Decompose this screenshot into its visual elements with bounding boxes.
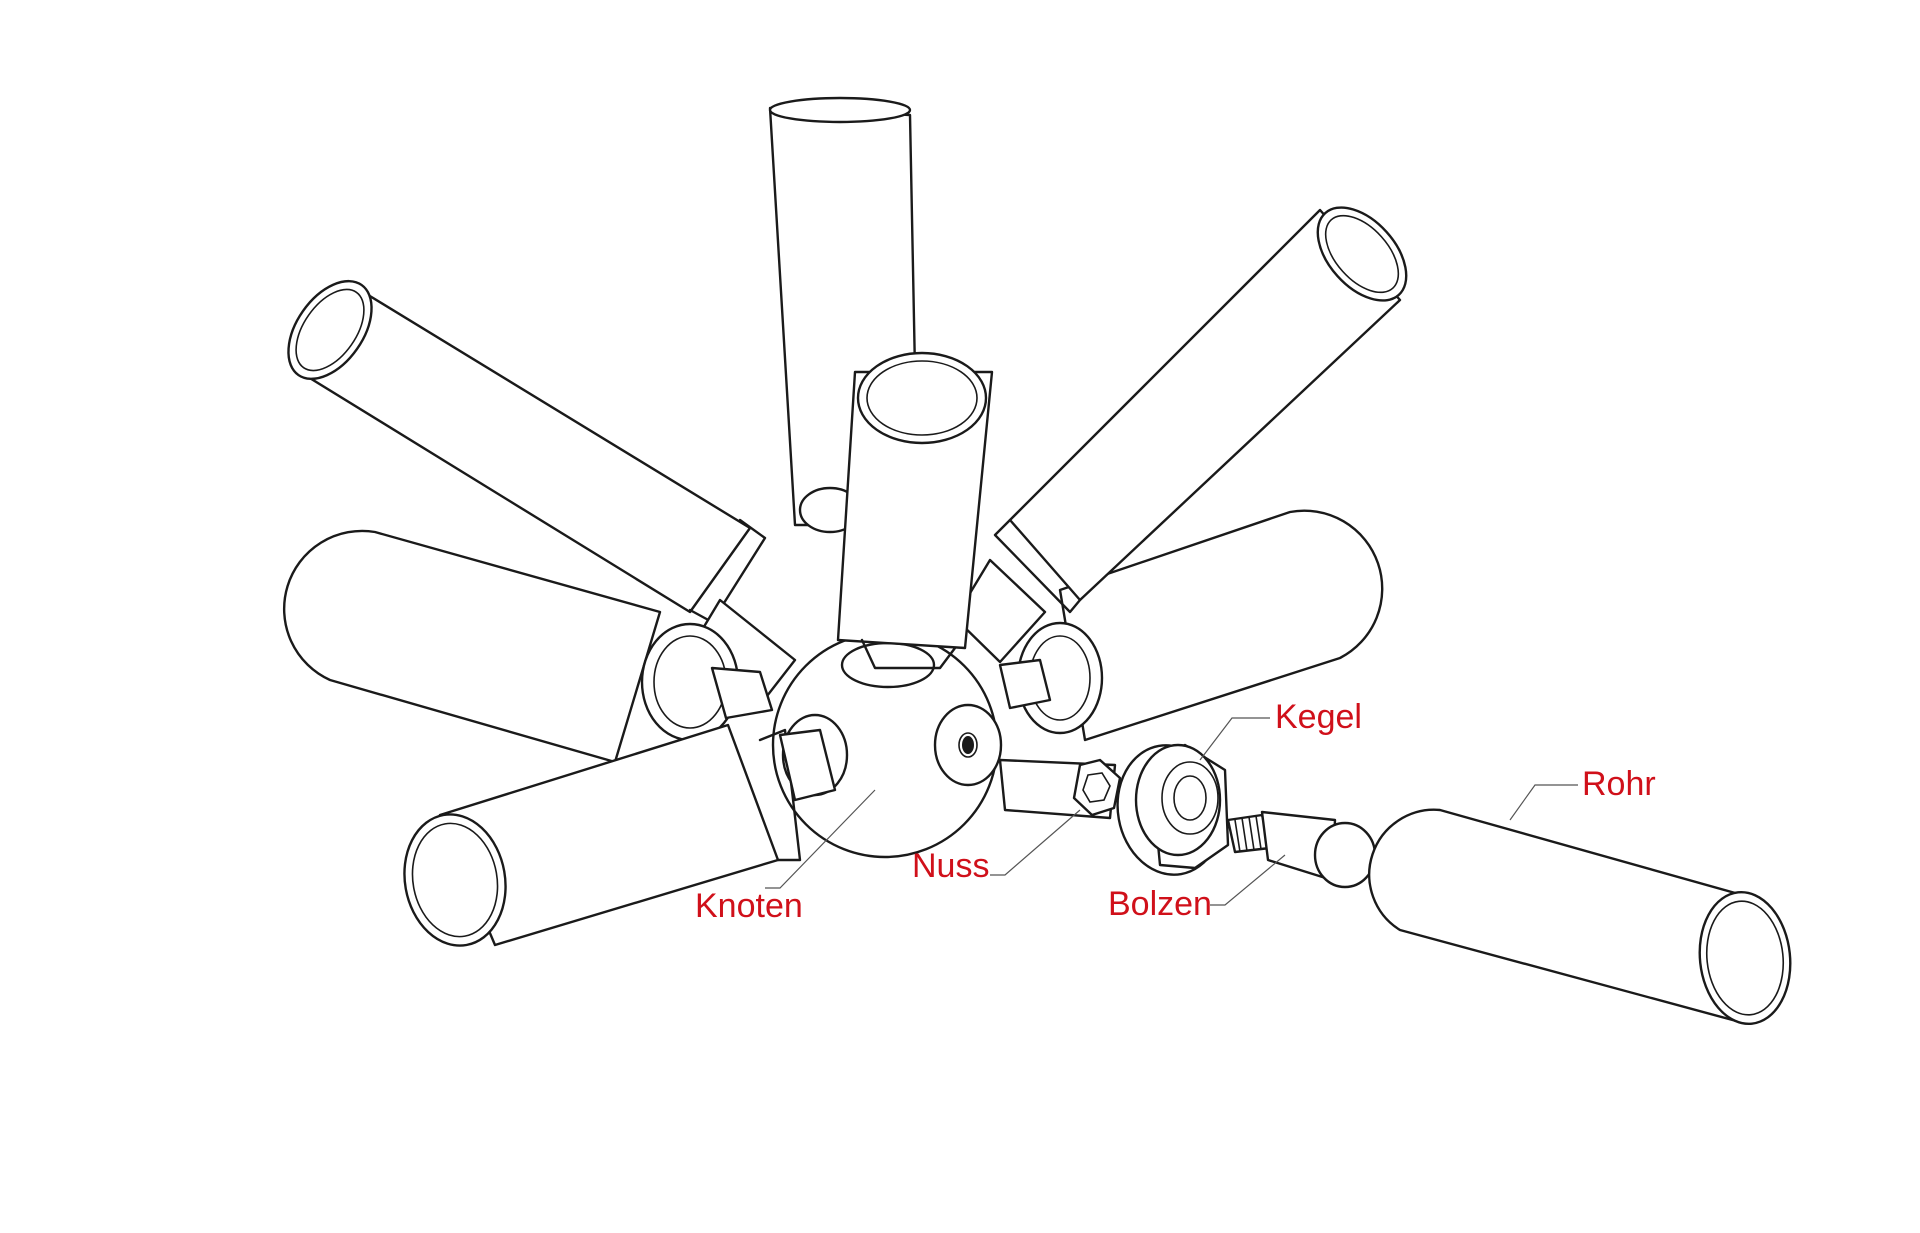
label-kegel: Kegel [1275,698,1362,736]
tube-center-front [836,351,994,670]
label-knoten: Knoten [695,887,803,925]
tube-upper-right [993,206,1408,614]
tube-left-back [282,529,662,764]
fitting-lower-left [778,728,837,802]
leader-knoten [765,789,876,889]
socket-right [1016,621,1104,735]
rohr-tube [1368,808,1792,1026]
label-bolzen: Bolzen [1108,885,1212,923]
leader-bolzen [1210,854,1286,906]
tube-lower-left-front [403,723,802,947]
leader-nuss [990,809,1081,876]
hex-nut-left [710,666,774,720]
leader-rohr [1509,784,1578,821]
tube-right-back [1058,509,1384,742]
leader-kegel [1199,717,1270,761]
tube-upper-left [287,279,767,624]
label-rohr: Rohr [1582,765,1656,803]
label-nuss: Nuss [912,847,989,885]
nuss-hex-sleeve [998,758,1122,820]
bolzen-bolt [1226,810,1377,889]
kegel-cone [1116,743,1230,876]
hex-nut-right [998,658,1052,710]
